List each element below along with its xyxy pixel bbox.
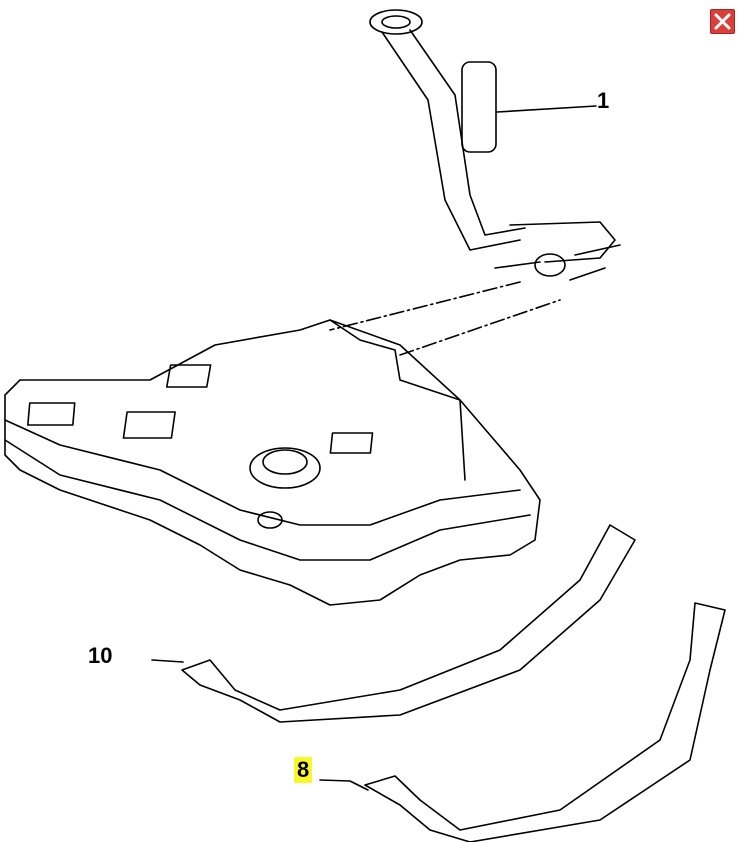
fuel-tank <box>4 319 541 606</box>
close-button[interactable] <box>710 9 735 34</box>
strap-10 <box>151 524 636 723</box>
filler-neck <box>369 9 621 281</box>
callout-part-1: 1 <box>597 88 610 113</box>
strap-8 <box>319 602 726 842</box>
close-icon <box>714 13 731 30</box>
callout-part-10: 10 <box>88 643 113 668</box>
callout-part-8-highlighted: 8 <box>294 757 313 783</box>
